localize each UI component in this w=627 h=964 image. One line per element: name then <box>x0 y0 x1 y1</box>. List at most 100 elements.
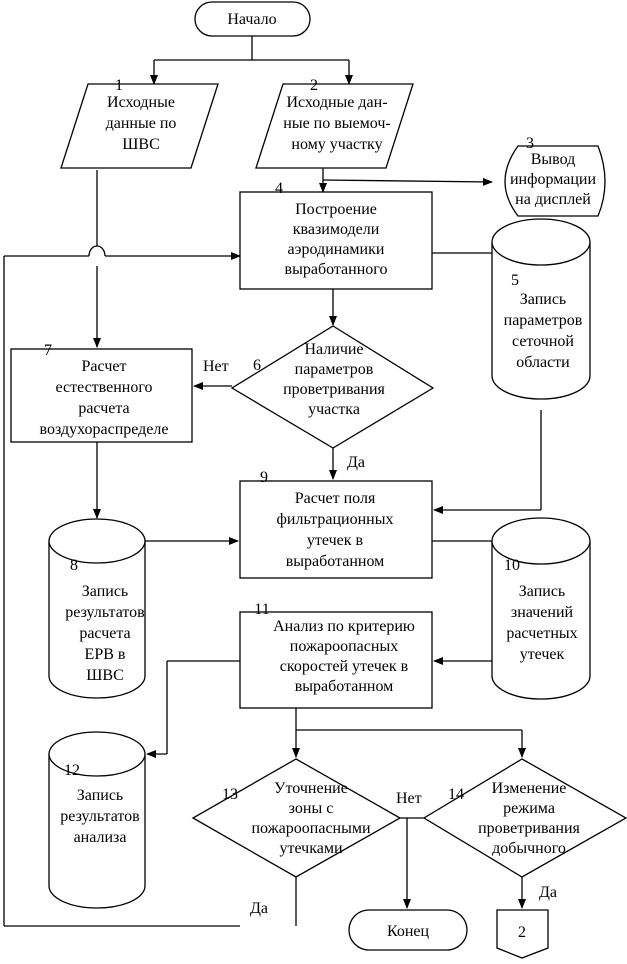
svg-text:2: 2 <box>518 924 526 941</box>
b13-line: Уточнение <box>274 780 348 797</box>
b10-line: Запись <box>519 583 565 600</box>
b4-line: Построение <box>295 201 377 218</box>
svg-text:5: 5 <box>511 272 519 289</box>
b2-text: Исходные дан-ные по выемоч-ному участку <box>283 94 390 153</box>
svg-text:14: 14 <box>448 786 464 803</box>
b8-line: Запись <box>82 583 128 600</box>
b3-text: Вывод информации на дисплей <box>510 151 596 208</box>
block-13-refine-zone-decision: 13 Уточнение зоны с пожароопасными утечками <box>191 758 402 878</box>
b11-line: Анализ по критерию <box>273 618 415 635</box>
b10-line: значений <box>511 604 574 621</box>
b1-line: Исходные <box>107 94 175 111</box>
label-no-13-14: Нет <box>396 790 422 807</box>
b7-line: естественного <box>55 379 152 396</box>
b14-line: добычного <box>492 840 566 857</box>
b11-line: скоростей утечек в <box>280 658 409 675</box>
b12-text: Запись результатов анализа <box>60 787 140 846</box>
block-3-display-output: 3 Вывод информации на дисплей <box>504 135 606 217</box>
b7-text: Расчет естественного расчета воздухораспред… <box>40 358 169 438</box>
svg-text:2: 2 <box>310 77 318 94</box>
b9-line: выработанном <box>286 553 385 570</box>
b10-text: Запись значений расчетных утечек <box>506 583 577 663</box>
b12-line: результатов <box>60 808 140 825</box>
b3-line: Вывод <box>531 151 576 168</box>
block-10-leak-values-storage: 10 Запись значений расчетных утечек <box>491 517 591 700</box>
b1-line: данные по <box>106 115 177 132</box>
label-no-6: Нет <box>203 358 229 375</box>
b11-line: пожароопасных <box>290 638 398 655</box>
b3-line: информации <box>510 171 596 188</box>
b13-line: зоны с <box>289 800 334 817</box>
offpage-connector-2: 2 <box>496 909 549 959</box>
svg-text:Конец: Конец <box>387 923 430 940</box>
b9-text: Расчет поля фильтрационных утечек в выработ… <box>277 490 394 570</box>
label-yes-6: Да <box>347 454 365 471</box>
b5-line: параметров <box>504 312 583 329</box>
b8-line: расчета <box>79 625 130 642</box>
b2-line: ные по выемоч- <box>283 115 390 132</box>
b10-line: расчетных <box>506 625 577 642</box>
b14-line: проветривания <box>478 820 580 837</box>
b6-line: параметров <box>295 361 374 378</box>
b8-line: ЕРВ в <box>85 646 126 663</box>
b10-line: утечек <box>520 646 565 663</box>
b5-line: Запись <box>520 291 566 308</box>
b13-text: Уточнение зоны с пожароопасными утечками <box>251 780 371 857</box>
svg-text:4: 4 <box>275 180 283 197</box>
b6-line: проветривания <box>283 381 385 398</box>
b11-line: выработанном <box>295 678 394 695</box>
b7-line: Расчет <box>82 358 127 375</box>
svg-text:8: 8 <box>70 557 78 574</box>
svg-text:6: 6 <box>253 357 261 374</box>
b9-line: Расчет поля <box>295 490 376 507</box>
svg-text:13: 13 <box>222 786 238 803</box>
end-terminal: Конец <box>348 909 468 951</box>
svg-text:12: 12 <box>64 762 80 779</box>
b14-line: Изменение <box>492 780 567 797</box>
b9-line: фильтрационных <box>277 511 394 528</box>
block-11-fire-hazard-analysis: 11 Анализ по критерию пожароопасных скорос… <box>239 601 433 709</box>
block-7-natural-distribution-calc: 7 Расчет естественного расчета воздухораспр… <box>10 342 193 443</box>
b7-line: воздухораспределе <box>40 421 169 438</box>
start-terminal: Начало <box>194 1 311 37</box>
b8-line: результатов <box>65 604 145 621</box>
svg-text:10: 10 <box>504 557 520 574</box>
b1-line: ШВС <box>122 136 159 153</box>
b8-line: ШВС <box>86 667 123 684</box>
svg-text:1: 1 <box>115 77 123 94</box>
svg-text:11: 11 <box>254 601 269 618</box>
b7-line: расчета <box>78 400 129 417</box>
block-14-change-ventilation-decision: 14 Изменение режима проветривания добычного <box>422 758 627 878</box>
b9-line: утечек в <box>307 532 364 549</box>
b2-line: Исходные дан- <box>286 94 387 111</box>
svg-text:Начало: Начало <box>227 11 276 28</box>
connector-lines <box>3 36 542 927</box>
b12-line: анализа <box>74 829 127 846</box>
b12-line: Запись <box>77 787 123 804</box>
b3-line: на дисплей <box>515 191 591 208</box>
svg-text:9: 9 <box>260 469 268 486</box>
svg-text:7: 7 <box>44 342 52 359</box>
block-1-input-shvs: 1 Исходные данные по ШВС <box>60 77 219 169</box>
b5-line: сеточной <box>512 333 574 350</box>
b14-text: Изменение режима проветривания добычного <box>478 780 580 857</box>
b4-line: аэродинамики <box>288 241 385 258</box>
b1-text: Исходные данные по ШВС <box>106 94 177 153</box>
b13-line: пожароопасными <box>251 820 371 837</box>
b13-line: утечками <box>279 840 343 857</box>
block-2-input-section: 2 Исходные дан-ные по выемоч-ному участк… <box>255 77 414 169</box>
b14-line: режима <box>503 800 555 817</box>
svg-text:3: 3 <box>526 135 534 152</box>
b11-text: Анализ по критерию пожароопасных скоростей… <box>273 618 415 695</box>
b4-line: выработанного <box>285 261 388 278</box>
block-12-analysis-results-storage: 12 Запись результатов анализа <box>48 731 146 909</box>
b6-line: Наличие <box>304 341 363 358</box>
